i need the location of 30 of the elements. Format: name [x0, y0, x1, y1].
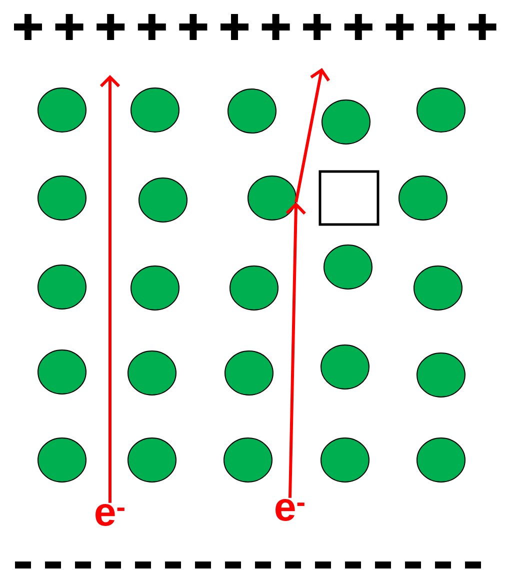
arrow	[100, 75, 120, 503]
atom-circle	[130, 88, 180, 132]
atom-circle	[224, 438, 272, 482]
atom-circle	[320, 438, 370, 482]
arrow	[294, 68, 330, 203]
vacancy-square	[318, 170, 380, 226]
atom-circle	[128, 438, 176, 482]
atom-circle	[322, 100, 370, 144]
atom-circle	[38, 438, 86, 482]
atom-circle	[230, 266, 278, 310]
atom-circle	[324, 244, 372, 290]
atom-circle	[38, 264, 86, 310]
atom-circle	[248, 176, 296, 220]
atom-circle	[128, 350, 176, 396]
atom-circle	[38, 350, 86, 394]
atom-circle	[138, 178, 188, 222]
atom-circle	[416, 88, 466, 132]
electron-label: e$^{-}$	[276, 499, 304, 521]
atom-circle	[38, 88, 86, 132]
atom-circle	[320, 344, 370, 390]
atom-circle	[224, 350, 274, 396]
atom-circle	[130, 266, 180, 310]
electron-label: e$^{-}$	[96, 504, 124, 526]
atom-circle	[228, 88, 276, 134]
atom-circle	[414, 266, 462, 310]
atom-circle	[38, 176, 86, 220]
arrow	[286, 202, 306, 498]
atom-circle	[398, 176, 448, 220]
atom-circle	[416, 352, 466, 398]
atom-circle	[416, 438, 466, 482]
